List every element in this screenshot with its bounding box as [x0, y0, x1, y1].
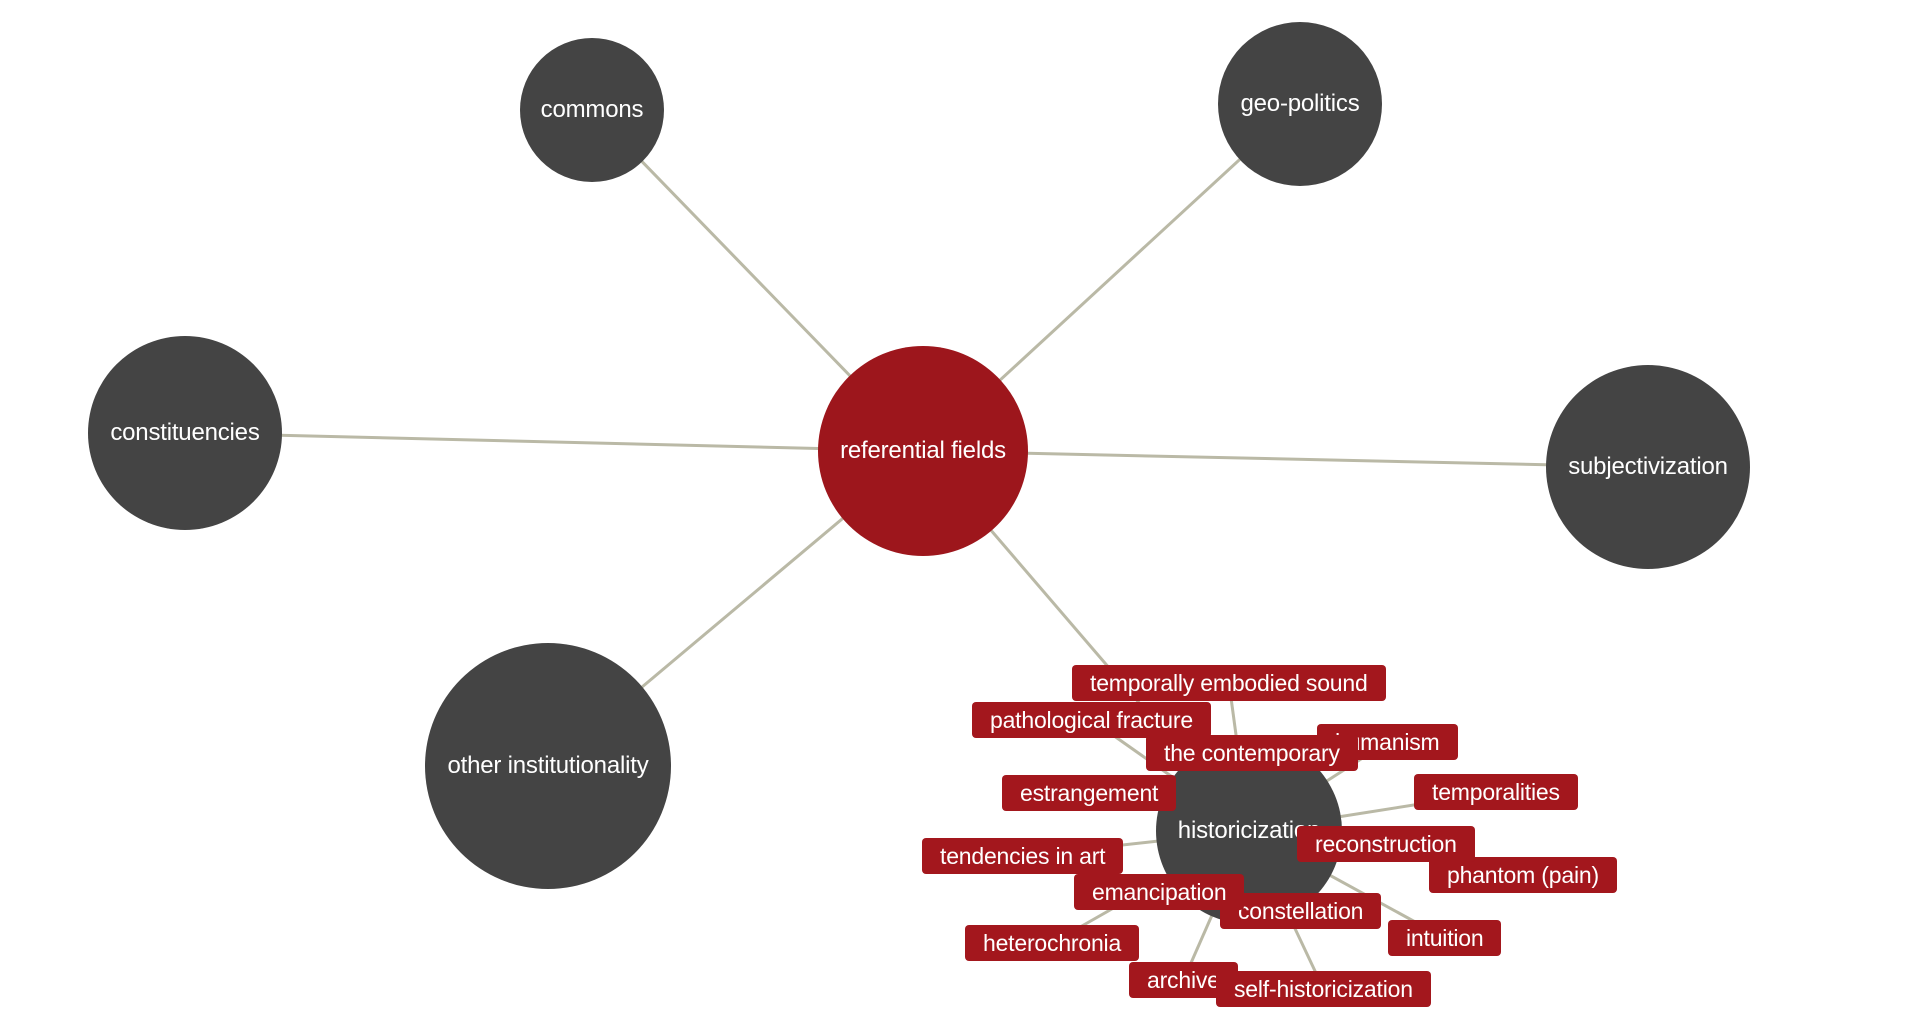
tag-the-contemporary[interactable]: the contemporary	[1146, 735, 1358, 771]
tag-pathological-fracture[interactable]: pathological fracture	[972, 702, 1211, 738]
node-commons[interactable]: commons	[520, 38, 664, 182]
tag-estrangement[interactable]: estrangement	[1002, 775, 1177, 811]
edge-constituencies	[184, 431, 924, 453]
node-label: subjectivization	[1568, 453, 1728, 480]
node-constituencies[interactable]: constituencies	[88, 336, 282, 530]
node-label: other institutionality	[447, 752, 649, 779]
tag-self-historicization[interactable]: self-historicization	[1216, 971, 1431, 1007]
tag-phantom-pain[interactable]: phantom (pain)	[1429, 857, 1617, 893]
node-referential-fields[interactable]: referential fields	[818, 346, 1028, 556]
tag-tendencies-in-art[interactable]: tendencies in art	[922, 838, 1124, 874]
node-subjectivization[interactable]: subjectivization	[1546, 365, 1750, 569]
node-label: geo-politics	[1240, 90, 1360, 117]
tag-reconstruction[interactable]: reconstruction	[1297, 826, 1475, 862]
node-label: constituencies	[110, 419, 260, 446]
edge-subjectivization	[922, 449, 1649, 469]
node-other-institutionality[interactable]: other institutionality	[425, 643, 671, 889]
tag-intuition[interactable]: intuition	[1388, 920, 1502, 956]
tag-emancipation[interactable]: emancipation	[1074, 874, 1245, 910]
node-geo-politics[interactable]: geo-politics	[1218, 22, 1382, 186]
center-label: referential fields	[840, 437, 1006, 464]
tag-temporalities[interactable]: temporalities	[1414, 774, 1578, 810]
tag-archive[interactable]: archive	[1129, 962, 1238, 998]
tag-constellation[interactable]: constellation	[1220, 893, 1382, 929]
tag-heterochronia[interactable]: heterochronia	[965, 925, 1140, 961]
node-label: commons	[540, 96, 644, 123]
tag-temporally-embodied-sound[interactable]: temporally embodied sound	[1072, 665, 1386, 701]
node-label: historicization	[1177, 817, 1321, 844]
